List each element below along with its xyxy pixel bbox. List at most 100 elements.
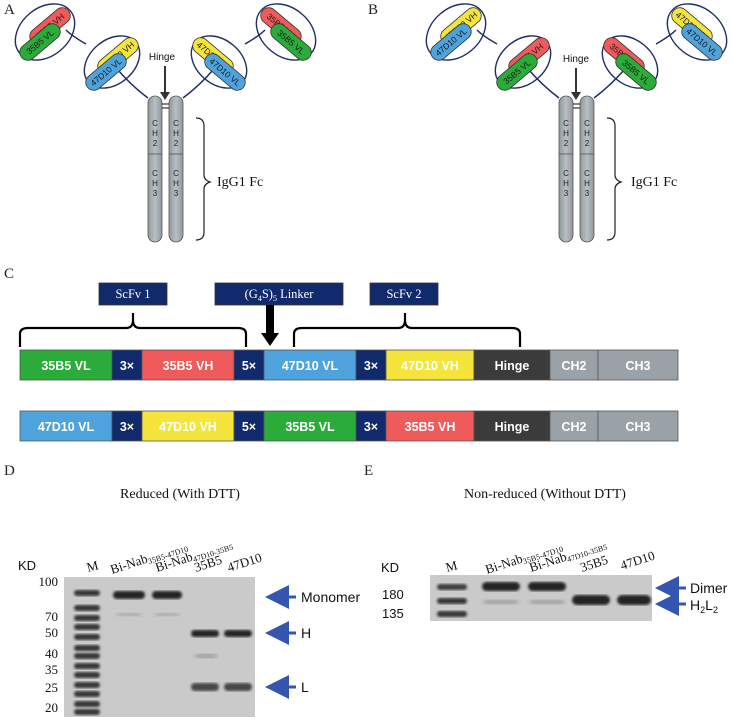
construct-segment-label-2-8: Hinge bbox=[495, 420, 530, 434]
fc-bracket-b bbox=[606, 117, 623, 241]
construct-segment-1-10 bbox=[597, 349, 679, 381]
construct-segment-2-10 bbox=[597, 410, 679, 442]
scfv1-box bbox=[98, 282, 168, 306]
linker-box bbox=[214, 282, 344, 306]
gel-d-arrow-label-h: H bbox=[301, 625, 311, 641]
construct-segment-2-4 bbox=[233, 410, 265, 442]
gel-e-marker-band-1 bbox=[437, 584, 467, 590]
svg-text:CH3: CH3 bbox=[584, 169, 590, 198]
construct-segment-label-1-8: Hinge bbox=[495, 359, 530, 373]
construct-segment-label-2-10: CH3 bbox=[625, 420, 650, 434]
construct-segment-label-1-3: 35B5 VH bbox=[163, 359, 214, 373]
gel-e-lane2-faint bbox=[530, 600, 564, 604]
gel-d-lane4-label: 47D10 bbox=[225, 550, 263, 575]
fc-label-a: IgG1 Fc bbox=[217, 175, 263, 190]
scfv2-brace bbox=[292, 313, 522, 347]
construct-segment-label-1-7: 47D10 VH bbox=[401, 359, 459, 373]
gel-d-ladder-band bbox=[74, 663, 100, 669]
gel-d-ladder-band bbox=[74, 653, 100, 659]
gel-d-ladder-band bbox=[74, 691, 100, 697]
scfv1-brace bbox=[18, 313, 248, 347]
gel-d-ladder-band bbox=[74, 634, 100, 640]
gel-e-ladder-135: 135 bbox=[382, 606, 404, 621]
construct-segment-label-2-3: 47D10 VH bbox=[159, 420, 217, 434]
construct-segment-label-2-7: 35B5 VH bbox=[405, 420, 456, 434]
gel-d-arrow-label-monomer: Monomer bbox=[301, 589, 360, 605]
gel-e-lane4-h2l2-band bbox=[617, 595, 651, 605]
construct-segment-2-8 bbox=[473, 410, 551, 442]
gel-d-ladder-label-35: 35 bbox=[45, 662, 58, 677]
construct-segment-2-9 bbox=[549, 410, 599, 442]
construct-segment-label-2-1: 47D10 VL bbox=[38, 420, 95, 434]
construct-segment-2-1 bbox=[19, 410, 113, 442]
construct-segment-label-1-9: CH2 bbox=[561, 359, 586, 373]
gel-d-ladder-label-100: 100 bbox=[39, 574, 59, 589]
gel-d-ladder-band bbox=[74, 624, 100, 630]
construct-segment-label-2-9: CH2 bbox=[561, 420, 586, 434]
gel-e-lane4-label: 47D10 bbox=[618, 548, 656, 573]
gel-panel-e: Non-reduced (Without DTT) KD M Bi-Nab35B… bbox=[381, 487, 728, 621]
scfv2-label: ScFv 2 bbox=[386, 287, 421, 301]
gel-e-marker-label: M bbox=[444, 557, 459, 575]
gel-e-title: Non-reduced (Without DTT) bbox=[464, 487, 626, 502]
gel-e-lane3-h2l2-band bbox=[572, 595, 610, 605]
construct-segment-label-2-5: 35B5 VL bbox=[285, 420, 335, 434]
construct-segment-2-2 bbox=[111, 410, 143, 442]
construct-segment-1-6 bbox=[355, 349, 387, 381]
gel-d-lane3-l-band bbox=[191, 683, 219, 691]
gel-d-ladder-label-70: 70 bbox=[45, 609, 58, 624]
construct-segment-2-3 bbox=[141, 410, 235, 442]
linker-label: (G4S)5 Linker bbox=[245, 287, 315, 303]
panel-letter-e: E bbox=[364, 463, 373, 479]
construct-segment-label-1-6: 3× bbox=[364, 359, 378, 373]
construct-segment-label-1-1: 35B5 VL bbox=[41, 359, 91, 373]
gel-d-lane4-h-band bbox=[224, 630, 252, 637]
gel-d-lane2-faint-band bbox=[155, 613, 179, 616]
construct-segment-label-2-6: 3× bbox=[364, 420, 378, 434]
gel-e-lane2-dimer-band bbox=[528, 582, 566, 591]
gel-e-marker-band-2 bbox=[437, 598, 467, 604]
construct-schematic: ScFv 1 (G4S)5 Linker ScFv 2 35B5 VL 3× 35B… bbox=[18, 282, 679, 442]
hinge-label-a: Hinge bbox=[149, 52, 176, 63]
construct-segment-label-2-2: 3× bbox=[120, 420, 134, 434]
gel-d-ladder-band bbox=[74, 615, 100, 621]
gel-d-lane1-monomer-band bbox=[113, 591, 145, 599]
gel-e-dimer-label: Dimer bbox=[690, 580, 728, 596]
construct-segment-1-3 bbox=[141, 349, 235, 381]
gel-d-ladder-label-40: 40 bbox=[45, 646, 58, 661]
gel-d-ladder-band bbox=[74, 709, 100, 715]
domain-35b5-vl-b-left: 35B5 VL bbox=[496, 53, 538, 91]
gel-e-marker-band-3 bbox=[437, 611, 467, 617]
gel-e-lane1-dimer-band bbox=[482, 582, 520, 591]
panel-letter-d: D bbox=[4, 463, 15, 479]
construct-segment-2-5 bbox=[263, 410, 357, 442]
gel-d-lane4-l-band bbox=[224, 683, 252, 691]
gel-d-marker-label: M bbox=[85, 557, 100, 575]
panel-letter-b: B bbox=[368, 2, 378, 18]
gel-d-ladder-label-50: 50 bbox=[45, 625, 58, 640]
gel-d-title: Reduced (With DTT) bbox=[120, 487, 240, 502]
gel-d-ladder-label-25: 25 bbox=[45, 680, 58, 695]
panel-letter-a: A bbox=[4, 2, 15, 18]
gel-d-ladder-band bbox=[74, 590, 100, 596]
construct-segment-2-7 bbox=[385, 410, 475, 442]
gel-d-lane3-h-band bbox=[191, 630, 219, 637]
scfv1-label: ScFv 1 bbox=[115, 287, 150, 301]
gel-panel-d: Reduced (With DTT) KD M Bi-Nab35B5-47D10… bbox=[18, 487, 360, 717]
construct-segment-1-2 bbox=[111, 349, 143, 381]
construct-segment-1-8 bbox=[473, 349, 551, 381]
hinge-label-b: Hinge bbox=[563, 54, 590, 65]
svg-text:CH2: CH2 bbox=[563, 119, 569, 148]
